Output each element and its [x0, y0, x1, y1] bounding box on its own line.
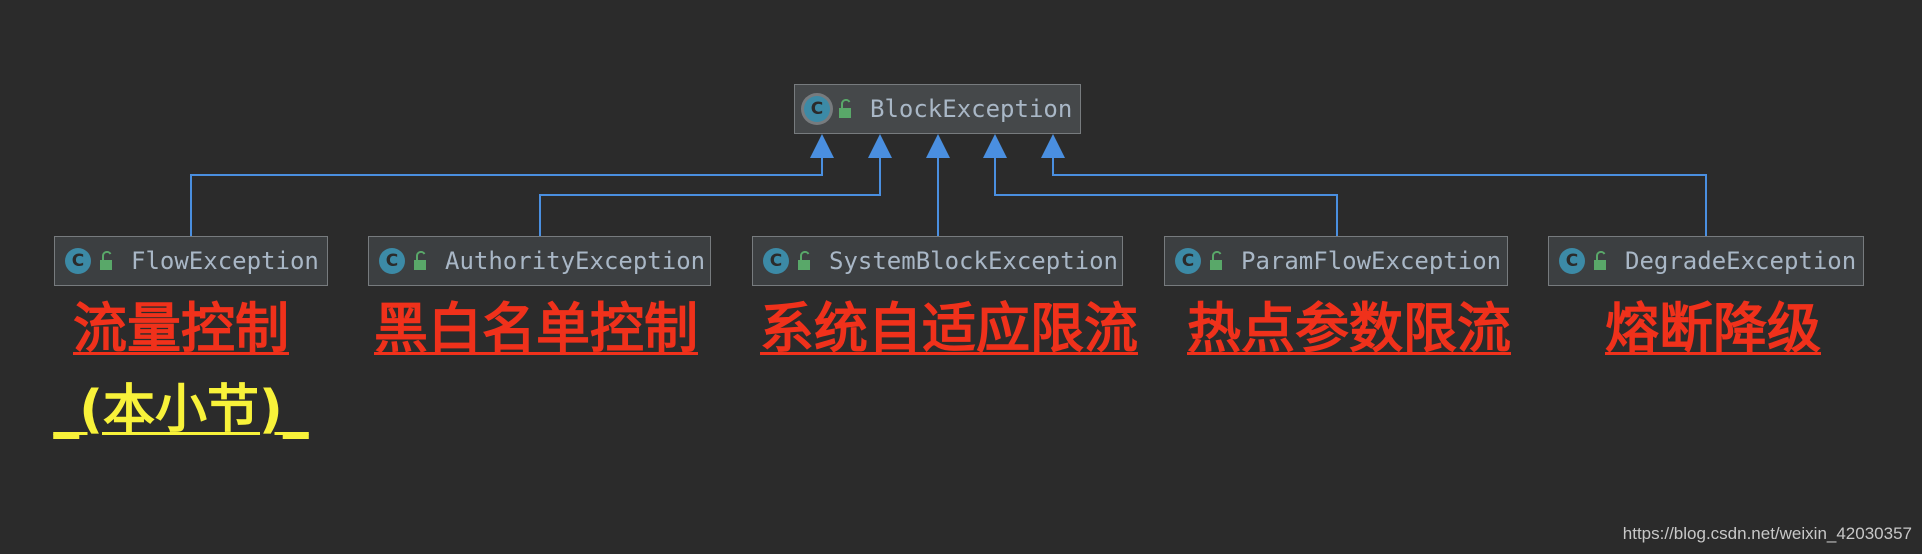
class-icon: C [379, 248, 405, 274]
connector-param-flow-exception [994, 158, 1338, 236]
class-node-system-block-exception[interactable]: C SystemBlockException [752, 236, 1123, 286]
class-node-param-flow-exception[interactable]: C ParamFlowException [1164, 236, 1508, 286]
class-icon: C [763, 248, 789, 274]
inheritance-arrowhead [868, 134, 892, 158]
class-icon: C [1559, 248, 1585, 274]
connector-flow-exception [190, 158, 823, 236]
note-this-section: _(本小节)_ [53, 380, 309, 440]
lock-icon [798, 251, 810, 270]
class-name: SystemBlockException [829, 247, 1118, 275]
lock-icon [414, 251, 426, 270]
label-param-flow: 热点参数限流 [1187, 297, 1511, 360]
class-node-flow-exception[interactable]: C FlowException [54, 236, 328, 286]
class-name: BlockException [870, 95, 1073, 123]
class-node-block-exception[interactable]: C BlockException [794, 84, 1081, 134]
class-name: DegradeException [1625, 247, 1857, 275]
watermark: https://blog.csdn.net/weixin_42030357 [1622, 524, 1912, 543]
inheritance-arrowhead [810, 134, 834, 158]
class-name: FlowException [131, 247, 319, 275]
connector-authority-exception [539, 158, 881, 236]
class-icon: C [1175, 248, 1201, 274]
class-node-authority-exception[interactable]: C AuthorityException [368, 236, 711, 286]
lock-icon [1594, 251, 1606, 270]
inheritance-arrowhead [1041, 134, 1065, 158]
class-name: AuthorityException [445, 247, 706, 275]
label-flow-control: 流量控制 [73, 297, 289, 360]
lock-icon [1210, 251, 1222, 270]
label-authority-control: 黑白名单控制 [374, 297, 698, 360]
lock-icon [100, 251, 112, 270]
inheritance-arrowhead [983, 134, 1007, 158]
inheritance-arrowhead [926, 134, 950, 158]
class-icon: C [65, 248, 91, 274]
class-node-degrade-exception[interactable]: C DegradeException [1548, 236, 1864, 286]
label-system-adaptive: 系统自适应限流 [760, 297, 1138, 360]
class-name: ParamFlowException [1241, 247, 1502, 275]
connector-degrade-exception [1052, 158, 1707, 236]
class-icon: C [804, 96, 830, 122]
label-degrade: 熔断降级 [1605, 297, 1821, 360]
lock-icon [839, 99, 851, 118]
